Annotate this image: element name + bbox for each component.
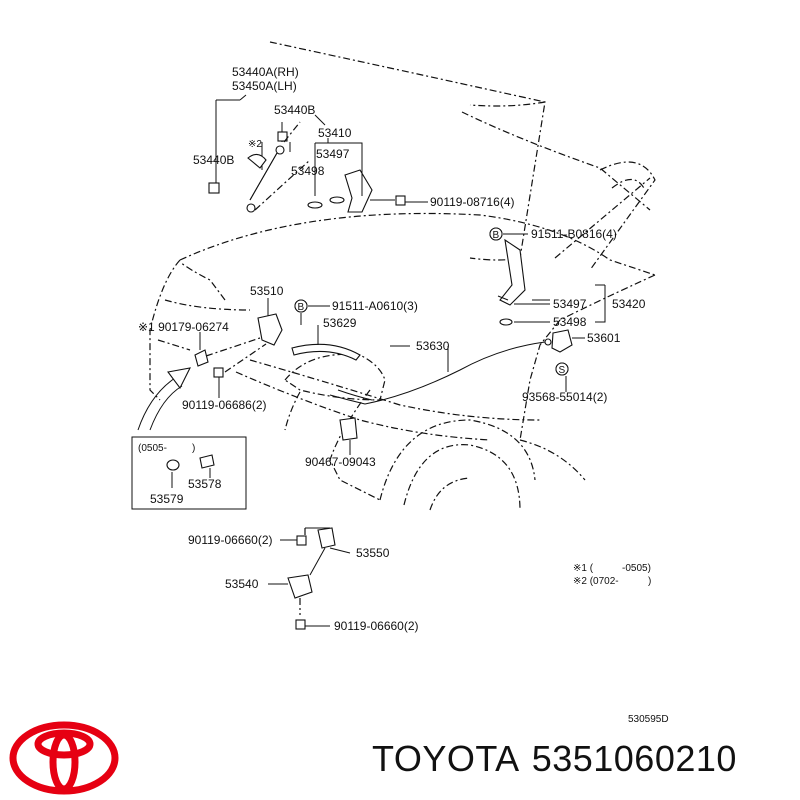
leader-lines (314, 114, 550, 347)
note-2-mark: ※2 (0702- (573, 576, 619, 587)
label-inset-date: (0505- (138, 443, 167, 454)
label-53450A-lh: 53450A(LH) (232, 79, 297, 93)
label-53578: 53578 (188, 477, 222, 491)
label-53420: 53420 (612, 297, 646, 311)
label-53497-right: 53497 (553, 297, 587, 311)
label-mark2: ※2 (248, 139, 262, 150)
brand-name: TOYOTA (372, 738, 520, 779)
circle-b-marker (489, 227, 503, 241)
brand-caption: TOYOTA 5351060210 (372, 738, 749, 780)
hood-lock (194, 298, 361, 398)
car-body-outline (149, 41, 656, 511)
note-1-mark: ※1 ( (573, 563, 594, 574)
label-91511-A0610: 91511-A0610(3) (332, 299, 418, 313)
label-circle-s: S (559, 365, 566, 376)
circle-b-marker-2 (294, 299, 308, 313)
label-90119-06660-b: 90119-06660(2) (334, 619, 419, 633)
label-53410: 53410 (318, 126, 352, 140)
note-1-val: -0505) (622, 563, 651, 574)
label-53498-top: 53498 (291, 164, 325, 178)
label-90119-08716: 90119-08716(4) (430, 195, 515, 209)
label-53579: 53579 (150, 492, 184, 506)
label-53601: 53601 (587, 331, 621, 345)
label-inset-close: ) (192, 443, 195, 454)
part-labels: 53440A(RH) 53450A(LH) 53440B ※2 53440B 5… (138, 65, 669, 725)
lower-lock-assembly (268, 527, 351, 630)
label-53440A-rh: 53440A(RH) (232, 65, 299, 79)
label-90179-06274: ※1 90179-06274 (138, 320, 229, 334)
label-circle-b-1: B (493, 230, 500, 241)
diagram-code: 530595D (628, 714, 669, 725)
label-53440B-top: 53440B (274, 103, 315, 117)
toyota-logo-icon (9, 721, 119, 795)
label-53440B-left: 53440B (193, 153, 234, 167)
label-90119-06660-a: 90119-06660(2) (188, 533, 273, 547)
label-91511-B0816: 91511-B0816(4) (531, 227, 617, 241)
circle-s-marker (555, 362, 569, 376)
label-53630: 53630 (416, 339, 450, 353)
label-53540: 53540 (225, 577, 259, 591)
part-number: 5351060210 (531, 738, 737, 779)
hood-hinge-right (489, 227, 606, 326)
label-93568-55014: 93568-55014(2) (522, 390, 607, 404)
label-53550: 53550 (356, 546, 390, 560)
inset-box (131, 436, 247, 510)
hood-support-rod (208, 94, 311, 213)
hood-hinge-left (307, 142, 428, 213)
note-2-close: ) (648, 576, 651, 587)
label-53629: 53629 (323, 316, 357, 330)
label-90119-06686: 90119-06686(2) (182, 398, 267, 412)
label-53497-top: 53497 (316, 147, 350, 161)
label-90467-09043: 90467-09043 (305, 455, 376, 469)
label-circle-b-2: B (298, 302, 305, 313)
label-53510: 53510 (250, 284, 284, 298)
label-53498-right: 53498 (553, 315, 587, 329)
detail-arrow (137, 367, 191, 431)
